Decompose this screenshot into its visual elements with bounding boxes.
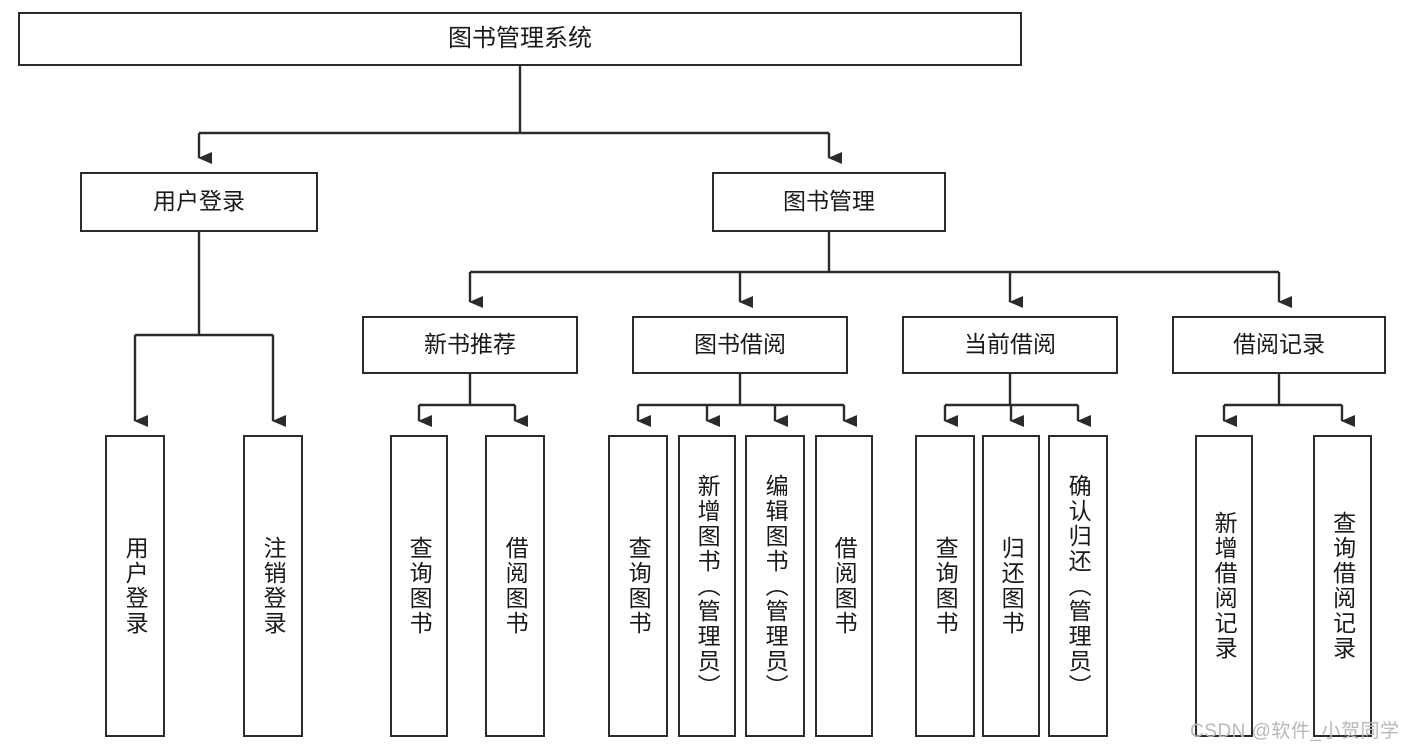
watermark-text: CSDN @软件_小贺同学 bbox=[1190, 721, 1400, 742]
node-leaf-query-book-1[interactable]: 查询图书 bbox=[390, 435, 448, 737]
node-leaf-add-record-label: 新增借阅记录 bbox=[1211, 511, 1238, 661]
node-leaf-add-book-label: 新增图书（管理员） bbox=[694, 473, 721, 699]
node-leaf-borrow-book-2-label: 借阅图书 bbox=[831, 536, 858, 636]
node-new-book-recommend-label: 新书推荐 bbox=[424, 331, 516, 358]
node-leaf-user-login-label: 用户登录 bbox=[122, 536, 149, 636]
node-borrow-record-label: 借阅记录 bbox=[1233, 331, 1325, 358]
node-leaf-borrow-book-1[interactable]: 借阅图书 bbox=[485, 435, 545, 737]
node-leaf-logout[interactable]: 注销登录 bbox=[243, 435, 303, 737]
node-leaf-query-book-1-label: 查询图书 bbox=[406, 536, 433, 636]
node-book-borrow[interactable]: 图书借阅 bbox=[632, 316, 848, 374]
node-leaf-query-book-3-label: 查询图书 bbox=[932, 536, 959, 636]
node-book-manage-label: 图书管理 bbox=[783, 188, 875, 215]
node-new-book-recommend[interactable]: 新书推荐 bbox=[362, 316, 578, 374]
node-borrow-record[interactable]: 借阅记录 bbox=[1172, 316, 1386, 374]
node-current-borrow-label: 当前借阅 bbox=[964, 331, 1056, 358]
node-leaf-query-book-2[interactable]: 查询图书 bbox=[608, 435, 668, 737]
node-book-manage[interactable]: 图书管理 bbox=[712, 172, 946, 232]
node-leaf-edit-book[interactable]: 编辑图书（管理员） bbox=[745, 435, 805, 737]
node-leaf-query-book-2-label: 查询图书 bbox=[625, 536, 652, 636]
node-leaf-add-book[interactable]: 新增图书（管理员） bbox=[678, 435, 736, 737]
node-leaf-confirm-return-label: 确认归还（管理员） bbox=[1065, 473, 1092, 699]
node-leaf-borrow-book-1-label: 借阅图书 bbox=[502, 536, 529, 636]
node-leaf-confirm-return[interactable]: 确认归还（管理员） bbox=[1048, 435, 1108, 737]
node-leaf-logout-label: 注销登录 bbox=[260, 536, 287, 636]
node-root-label: 图书管理系统 bbox=[448, 24, 592, 52]
node-leaf-query-record[interactable]: 查询借阅记录 bbox=[1313, 435, 1372, 737]
node-leaf-return-book[interactable]: 归还图书 bbox=[982, 435, 1040, 737]
node-user-login-label: 用户登录 bbox=[153, 188, 245, 215]
node-book-borrow-label: 图书借阅 bbox=[694, 331, 786, 358]
node-root[interactable]: 图书管理系统 bbox=[18, 12, 1022, 66]
node-leaf-borrow-book-2[interactable]: 借阅图书 bbox=[815, 435, 873, 737]
node-leaf-user-login[interactable]: 用户登录 bbox=[105, 435, 165, 737]
node-current-borrow[interactable]: 当前借阅 bbox=[902, 316, 1118, 374]
node-leaf-return-book-label: 归还图书 bbox=[998, 536, 1025, 636]
node-leaf-edit-book-label: 编辑图书（管理员） bbox=[762, 473, 789, 699]
node-leaf-add-record[interactable]: 新增借阅记录 bbox=[1195, 435, 1253, 737]
node-leaf-query-record-label: 查询借阅记录 bbox=[1329, 511, 1356, 661]
node-user-login[interactable]: 用户登录 bbox=[80, 172, 318, 232]
node-leaf-query-book-3[interactable]: 查询图书 bbox=[915, 435, 975, 737]
